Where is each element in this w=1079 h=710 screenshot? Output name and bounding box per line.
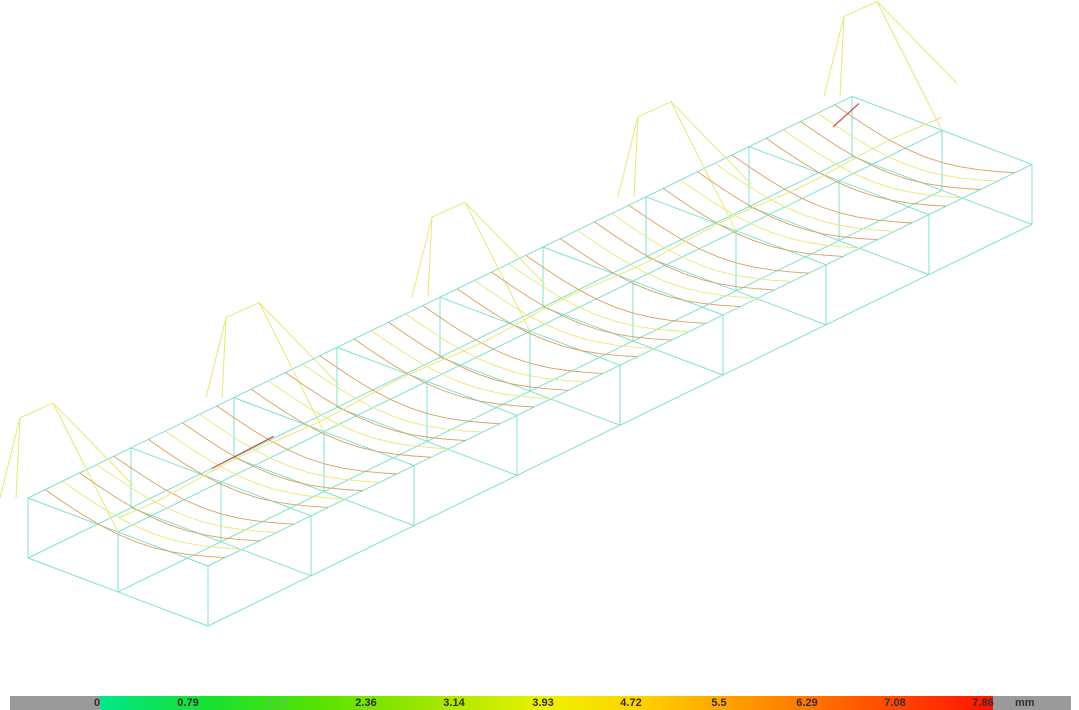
gable-web <box>258 302 340 385</box>
deformed-roof-arc <box>165 430 346 500</box>
deformed-roof-arc <box>319 355 500 425</box>
deformed-roof-arc <box>817 112 998 182</box>
legend-tick-1: 0.79 <box>177 697 199 709</box>
deformed-roof-arc <box>96 464 277 533</box>
gable-web <box>464 201 546 285</box>
ridge-member <box>117 117 943 519</box>
longitudinal-beam <box>117 189 943 593</box>
legend-unit: mm <box>1015 697 1035 709</box>
deformed-roof-arc <box>285 372 466 441</box>
legend-tick-8: 6.29 <box>796 697 818 709</box>
deformed-roof-arc <box>491 271 672 341</box>
gable-truss <box>221 301 325 432</box>
deformed-roof-arc <box>662 188 844 257</box>
deformed-roof-arc <box>388 321 569 391</box>
longitudinal-beam <box>207 163 1033 567</box>
longitudinal-beam <box>27 95 853 499</box>
gable-web <box>823 16 845 97</box>
gable-web <box>0 417 21 499</box>
deformed-roof-arc <box>508 263 689 333</box>
legend-tick-10: 7.86 <box>972 697 994 709</box>
deformed-roof-arc <box>216 405 397 475</box>
deformed-roof-arc <box>834 104 1015 174</box>
deformed-roof-arc <box>302 363 483 433</box>
deformed-roof-arc <box>268 380 449 450</box>
deformed-roof-arc <box>62 480 243 550</box>
legend-tick-9: 7.08 <box>884 697 906 709</box>
deformed-shape <box>0 0 1015 559</box>
gable-truss <box>633 101 737 232</box>
deformed-roof-arc <box>199 413 380 483</box>
deformed-roof-arc <box>250 388 432 458</box>
deformed-roof-arc <box>405 313 586 383</box>
legend-tick-4: 3.14 <box>443 697 465 709</box>
deformed-roof-arc <box>474 280 655 349</box>
deformed-roof-arc <box>182 422 363 492</box>
longitudinal-beam <box>207 223 1033 627</box>
deformed-roof-arc <box>577 229 758 299</box>
legend-tick-7: 5.5 <box>711 697 727 709</box>
deformed-roof-arc <box>731 154 912 224</box>
legend-color-scale <box>100 696 993 710</box>
deformed-roof-arc <box>697 171 878 241</box>
deformed-roof-arc <box>628 204 809 274</box>
deformed-roof-arc <box>371 330 552 400</box>
deformed-roof-arc <box>594 221 775 291</box>
gable-web <box>205 317 227 398</box>
wireframe-model[interactable] <box>0 0 1079 660</box>
gable-web <box>411 217 433 298</box>
peak-displacement <box>832 103 860 128</box>
deformed-roof-arc <box>353 338 535 408</box>
gable-web <box>670 101 752 185</box>
deformed-roof-arc <box>456 288 638 358</box>
deformed-roof-arc <box>147 439 329 508</box>
deformed-roof-arc <box>422 305 603 375</box>
legend-tick-3: 2.36 <box>355 697 377 709</box>
legend-tick-6: 4.72 <box>620 697 642 709</box>
structure-frame <box>27 95 1033 627</box>
longitudinal-beam <box>27 155 853 559</box>
deformed-roof-arc <box>44 489 226 559</box>
deformed-roof-arc <box>800 121 981 190</box>
deformed-roof-arc <box>714 162 895 232</box>
deformed-roof-arc <box>79 472 260 542</box>
peak-displacement <box>211 435 275 469</box>
gable-truss <box>839 0 943 131</box>
gable-truss <box>15 402 119 533</box>
gable-web <box>52 402 134 486</box>
legend-tick-5: 3.93 <box>532 697 554 709</box>
gable-web <box>617 116 639 197</box>
gable-web <box>876 1 958 84</box>
deformed-roof-arc <box>783 129 964 199</box>
deformed-roof-arc <box>765 137 947 207</box>
deformed-roof-arc <box>680 179 861 249</box>
legend-tick-0: 0 <box>93 697 101 709</box>
displacement-legend: 0 0.79 1.57 2.36 3.14 3.93 4.72 5.5 6.29… <box>10 696 1071 710</box>
gable-truss <box>427 201 531 332</box>
deformed-roof-arc <box>113 455 294 525</box>
deformed-roof-arc <box>525 255 706 324</box>
legend-tick-2: 1.57 <box>267 697 289 709</box>
deformed-roof-arc <box>559 238 741 308</box>
deformed-roof-arc <box>611 213 792 282</box>
